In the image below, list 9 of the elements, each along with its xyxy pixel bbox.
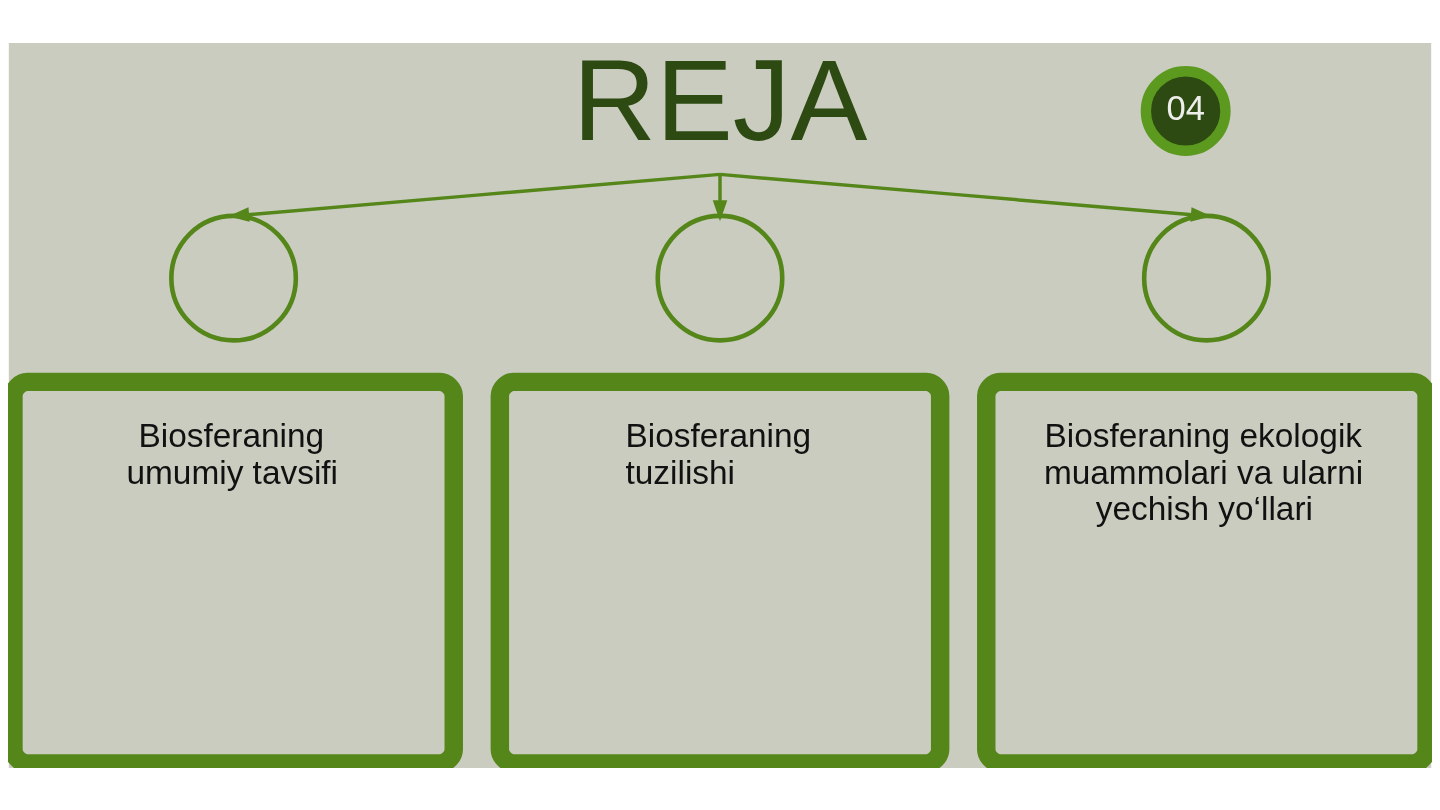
node-text: REJA [572,35,868,164]
node-box: Biosferaning umumiy tavsifi [8,372,463,768]
node-circle [169,213,299,343]
node-circle: 04 [1140,65,1231,156]
node-circle [1141,213,1271,343]
node-box: Biosferaning tuzilishi [490,372,950,768]
node-box: Biosferaning ekologik muammolari va ularni yechish yo‘llari [977,372,1432,768]
node-circle [655,213,785,343]
arrow [712,173,728,221]
